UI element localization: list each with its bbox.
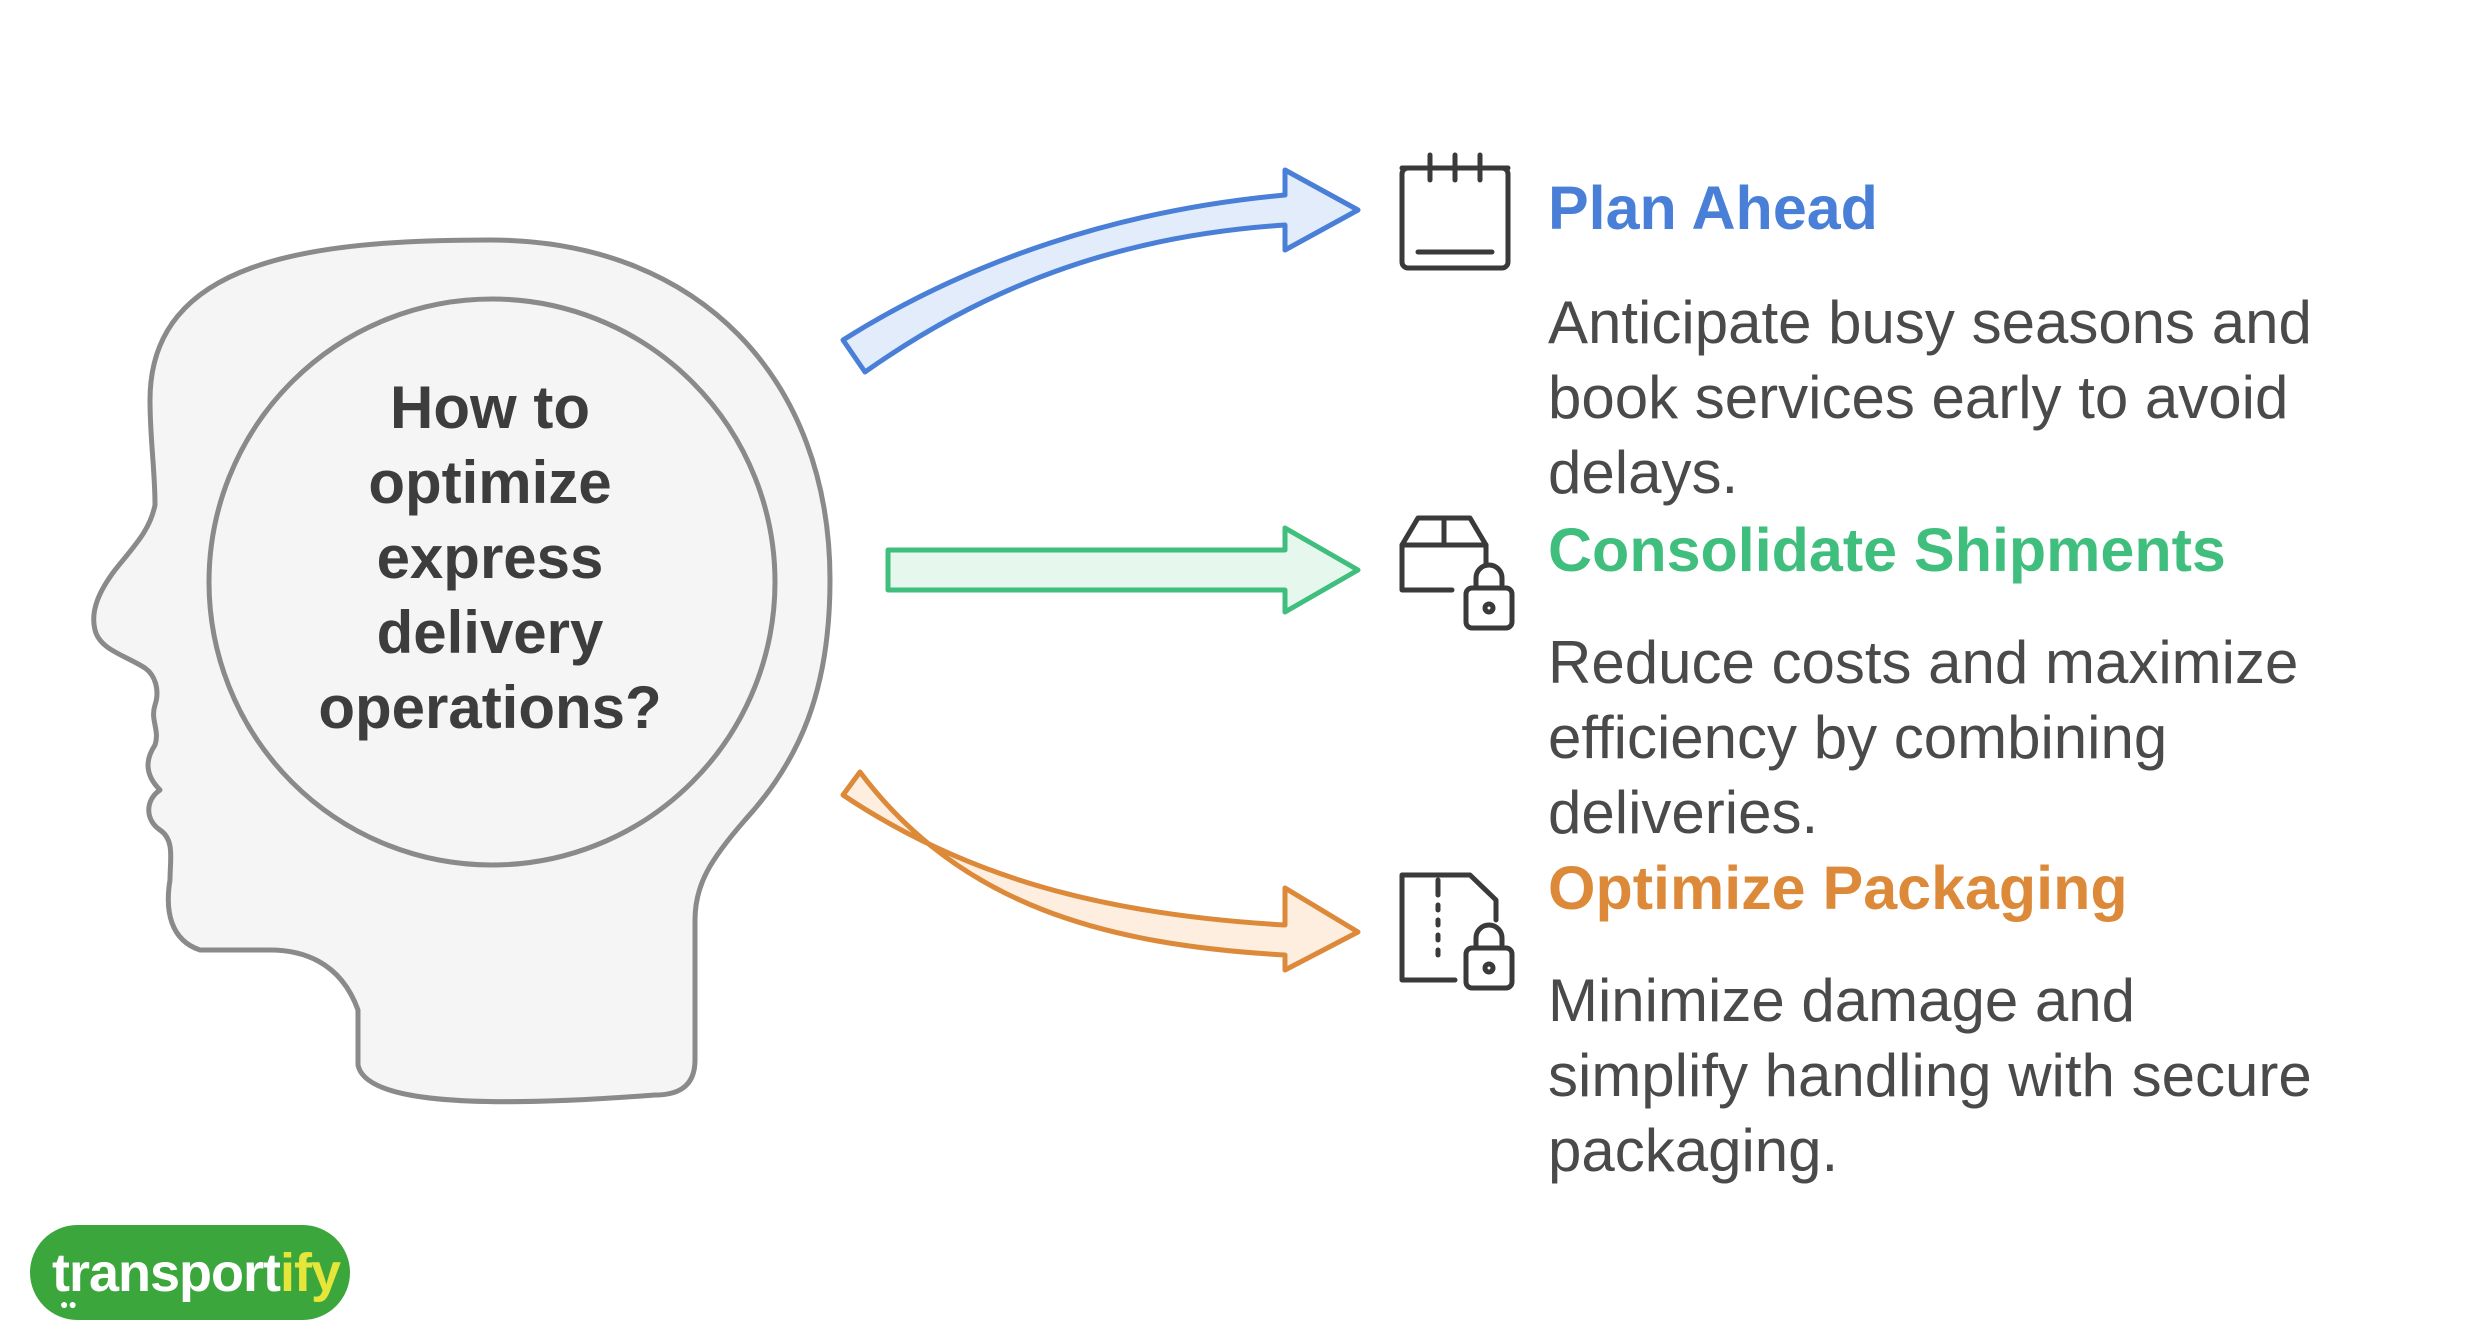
question-line: How to xyxy=(390,374,590,441)
description-line: delays. xyxy=(1548,439,1739,506)
description-line: packaging. xyxy=(1548,1117,1839,1184)
arrow-consolidate-shipments xyxy=(885,525,1361,615)
logo-text-main: transport xyxy=(52,1243,281,1303)
description-line: Reduce costs and maximize xyxy=(1548,629,2299,696)
branch-title-plan-ahead: Plan Ahead xyxy=(1548,174,1878,242)
question-line: delivery xyxy=(376,599,604,666)
transportify-logo: transportify ●● xyxy=(30,1225,350,1320)
description-line: simplify handling with secure xyxy=(1548,1042,2312,1109)
question-line: express xyxy=(376,524,604,591)
description-line: deliveries. xyxy=(1548,779,1819,846)
thought-circle xyxy=(206,296,778,868)
branch-description-optimize-packaging: Minimize damage and simplify handling wi… xyxy=(1548,963,2312,1188)
question-line: operations? xyxy=(318,674,662,741)
logo-wheels-icon: ●● xyxy=(60,1296,77,1312)
branch-title-consolidate-shipments: Consolidate Shipments xyxy=(1548,516,2226,584)
locked-zip-file-icon xyxy=(1399,872,1515,991)
question-line: optimize xyxy=(368,449,612,516)
description-line: efficiency by combining xyxy=(1548,704,2168,771)
description-line: book services early to avoid xyxy=(1548,364,2289,431)
central-question: How to optimize express delivery operati… xyxy=(260,370,720,745)
logo-wordmark: transportify xyxy=(52,1243,341,1303)
branch-title-optimize-packaging: Optimize Packaging xyxy=(1548,854,2128,922)
arrow-plan-ahead xyxy=(840,167,1361,375)
description-line: Anticipate busy seasons and xyxy=(1548,289,2312,356)
branch-description-plan-ahead: Anticipate busy seasons and book service… xyxy=(1548,285,2312,510)
branch-description-consolidate-shipments: Reduce costs and maximize efficiency by … xyxy=(1548,625,2298,850)
logo-text-accent: ify xyxy=(280,1243,341,1303)
calendar-icon xyxy=(1399,152,1511,271)
description-line: Minimize damage and xyxy=(1548,967,2135,1034)
arrow-optimize-packaging xyxy=(840,769,1361,973)
locked-box-icon xyxy=(1399,515,1515,631)
